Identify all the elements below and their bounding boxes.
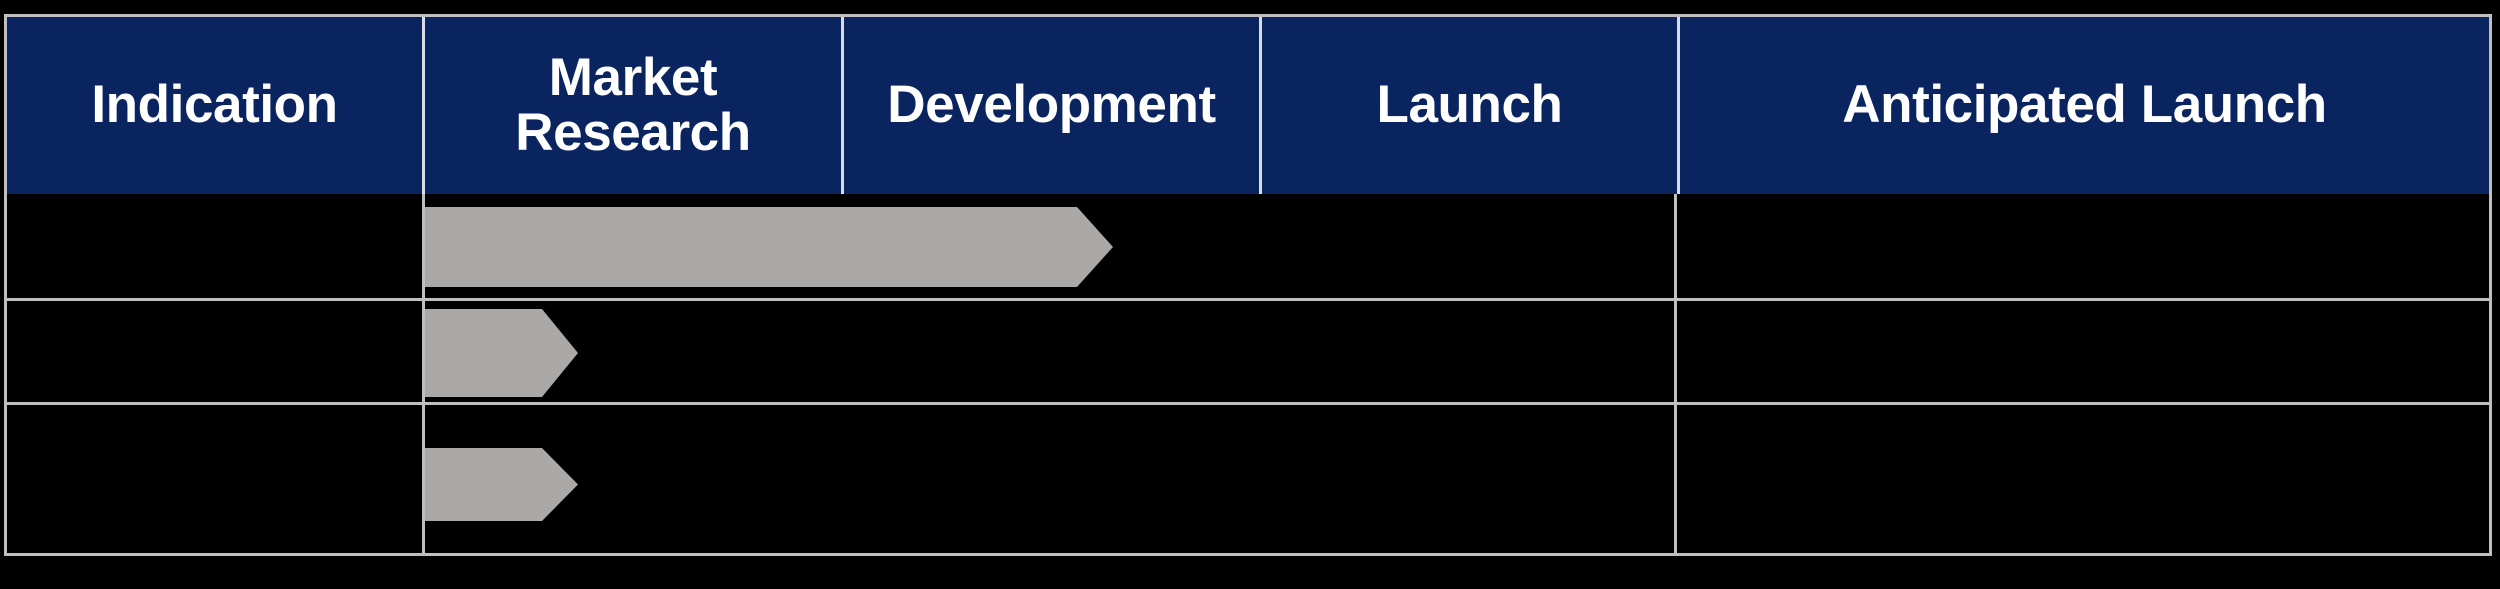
cell-anticipated-launch[interactable] — [1677, 301, 2489, 402]
progress-arrow[interactable] — [425, 448, 578, 521]
column-header-indication[interactable]: Indication — [7, 17, 422, 194]
cell-indication[interactable] — [7, 197, 422, 298]
row-divider — [7, 298, 2489, 301]
column-header-development-label: Development — [887, 75, 1216, 135]
gantt-track — [425, 405, 2489, 550]
gantt-track — [425, 197, 2489, 298]
table-row[interactable] — [7, 405, 2489, 550]
column-header-launch[interactable]: Launch — [1259, 17, 1677, 194]
cell-indication[interactable] — [7, 405, 422, 550]
table-row[interactable] — [7, 301, 2489, 402]
table-row[interactable] — [7, 197, 2489, 298]
column-header-launch-label: Launch — [1376, 75, 1563, 135]
table-body — [7, 194, 2489, 553]
column-divider-anticipated-launch — [1674, 194, 1677, 553]
progress-arrow[interactable] — [425, 207, 1113, 287]
column-divider-indication — [422, 194, 425, 553]
cell-indication[interactable] — [7, 301, 422, 402]
cell-anticipated-launch[interactable] — [1677, 405, 2489, 550]
column-header-anticipated-launch-label: Anticipated Launch — [1842, 75, 2327, 135]
column-header-indication-label: Indication — [91, 75, 338, 135]
column-header-anticipated-launch[interactable]: Anticipated Launch — [1677, 17, 2489, 194]
cell-anticipated-launch[interactable] — [1677, 197, 2489, 298]
product-pipeline-table: Indication Market Research Development L… — [4, 14, 2492, 556]
column-header-development[interactable]: Development — [841, 17, 1259, 194]
table-header-row: Indication Market Research Development L… — [7, 17, 2489, 194]
progress-arrow[interactable] — [425, 309, 578, 397]
column-header-market-research-label: Market Research — [515, 48, 751, 162]
row-divider — [7, 402, 2489, 405]
gantt-track — [425, 301, 2489, 402]
column-header-market-research[interactable]: Market Research — [422, 17, 841, 194]
